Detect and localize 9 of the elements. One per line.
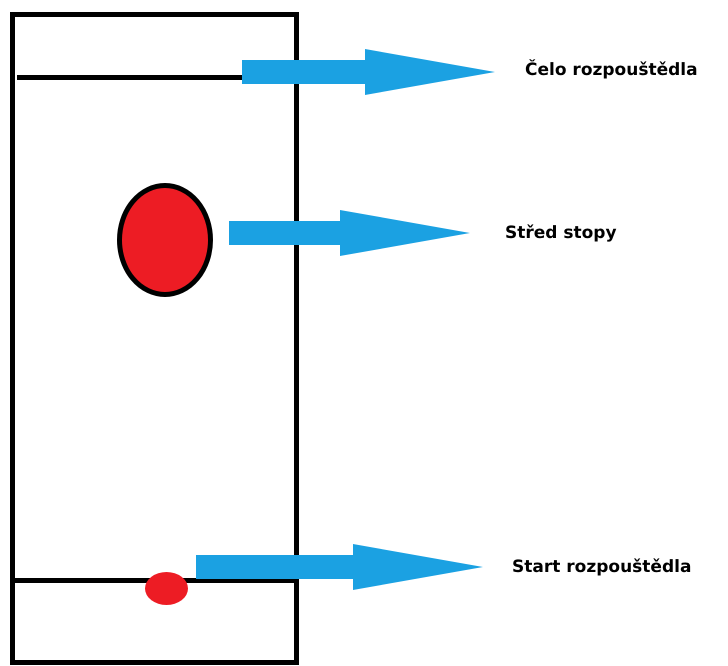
callout-text: Čelo rozpouštědla xyxy=(495,58,698,82)
start-spot xyxy=(145,572,188,605)
tlc-plate xyxy=(10,12,299,665)
arrow xyxy=(196,544,483,590)
arrow xyxy=(242,49,495,95)
sample-spot xyxy=(117,183,213,297)
callout-text: Start rozpouštědla xyxy=(483,555,692,579)
callout-text: Střed stopy xyxy=(470,221,617,245)
arrow xyxy=(229,210,470,256)
